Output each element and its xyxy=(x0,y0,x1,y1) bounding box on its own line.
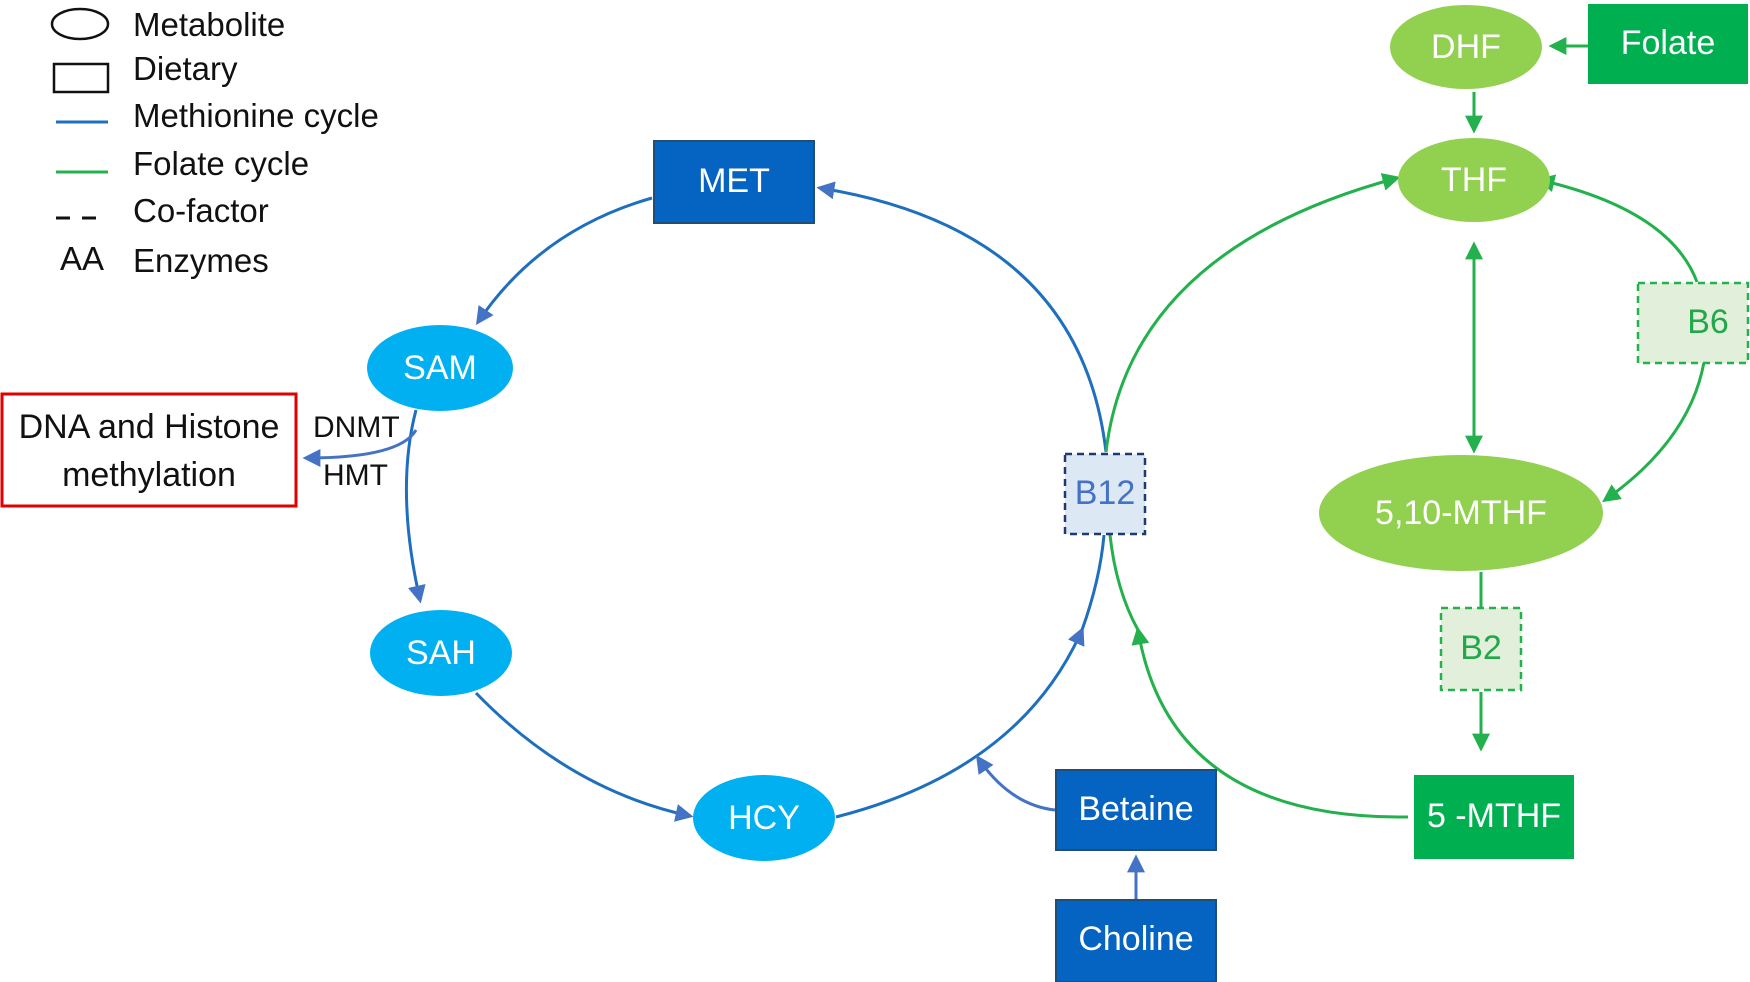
sam-node[interactable]: SAM xyxy=(367,325,513,411)
5mthf-node[interactable]: 5 -MTHF xyxy=(1414,775,1574,859)
510mthf-label: 5,10-MTHF xyxy=(1375,494,1547,532)
510mthf-node[interactable]: 5,10-MTHF xyxy=(1319,455,1603,571)
choline-node[interactable]: Choline xyxy=(1055,899,1217,982)
betaine-label: Betaine xyxy=(1078,790,1193,828)
legend-metabolite-label: Metabolite xyxy=(133,6,285,43)
legend-enzymes-label: Enzymes xyxy=(133,242,269,279)
dhf-node[interactable]: DHF xyxy=(1390,5,1542,89)
b6-label: B6 xyxy=(1687,303,1729,341)
arc-b12-lower xyxy=(1080,534,1106,631)
sam-label: SAM xyxy=(403,349,477,387)
legend-dietary-label: Dietary xyxy=(133,50,238,87)
arc-b12-to-met xyxy=(816,181,1108,453)
methylation-line2: methylation xyxy=(62,456,236,494)
folate-cycle-arcs xyxy=(1104,37,1706,819)
enzyme-hmt: HMT xyxy=(323,459,388,492)
b2-label: B2 xyxy=(1460,629,1502,667)
arc-sam-to-sah xyxy=(404,409,426,604)
legend-enzymes-symbol: AA xyxy=(60,240,104,277)
dhf-label: DHF xyxy=(1431,28,1501,66)
legend-folate-cycle-label: Folate cycle xyxy=(133,145,309,182)
arc-b6-to-thf xyxy=(1536,174,1699,283)
b12-cofactor[interactable]: B12 xyxy=(1063,452,1147,536)
arc-hcy-to-b12 xyxy=(835,626,1085,819)
b6-cofactor[interactable]: B6 xyxy=(1636,281,1750,365)
b12-label: B12 xyxy=(1075,474,1136,512)
arc-b12-lower-green xyxy=(1108,534,1140,631)
legend: Metabolite Dietary Methionine cycle Fola… xyxy=(50,6,379,279)
hcy-node[interactable]: HCY xyxy=(693,775,835,861)
b2-cofactor[interactable]: B2 xyxy=(1439,606,1523,692)
met-label: MET xyxy=(698,162,770,200)
enzyme-dnmt: DNMT xyxy=(313,411,400,444)
arrow-sam-to-methylation xyxy=(302,429,418,467)
thf-label: THF xyxy=(1441,161,1507,199)
arrow-betaine-to-cycle xyxy=(975,755,1056,812)
arc-met-to-sam xyxy=(475,196,653,325)
methylation-line1: DNA and Histone xyxy=(19,408,280,446)
thf-node[interactable]: THF xyxy=(1398,138,1550,222)
legend-methionine-cycle-label: Methionine cycle xyxy=(133,97,379,134)
hcy-label: HCY xyxy=(728,799,800,837)
arc-b6-to-510mthf xyxy=(1602,361,1706,503)
folate-node[interactable]: Folate xyxy=(1588,4,1748,84)
arc-5mthf-to-b12 xyxy=(1131,626,1409,819)
legend-rect-icon xyxy=(52,62,110,94)
sah-label: SAH xyxy=(406,634,476,672)
betaine-node[interactable]: Betaine xyxy=(1055,769,1217,851)
choline-label: Choline xyxy=(1078,920,1193,958)
methylation-output-box[interactable]: DNA and Histone methylation xyxy=(0,392,298,508)
arc-sah-to-hcy xyxy=(474,691,694,822)
sah-node[interactable]: SAH xyxy=(370,610,512,696)
methionine-cycle-arcs xyxy=(404,181,1108,822)
arc-b12-to-thf xyxy=(1104,173,1401,453)
legend-ellipse-icon xyxy=(50,7,110,41)
5mthf-label: 5 -MTHF xyxy=(1427,797,1561,835)
folate-label: Folate xyxy=(1621,24,1716,62)
legend-cofactor-label: Co-factor xyxy=(133,192,269,229)
met-node[interactable]: MET xyxy=(653,140,815,224)
